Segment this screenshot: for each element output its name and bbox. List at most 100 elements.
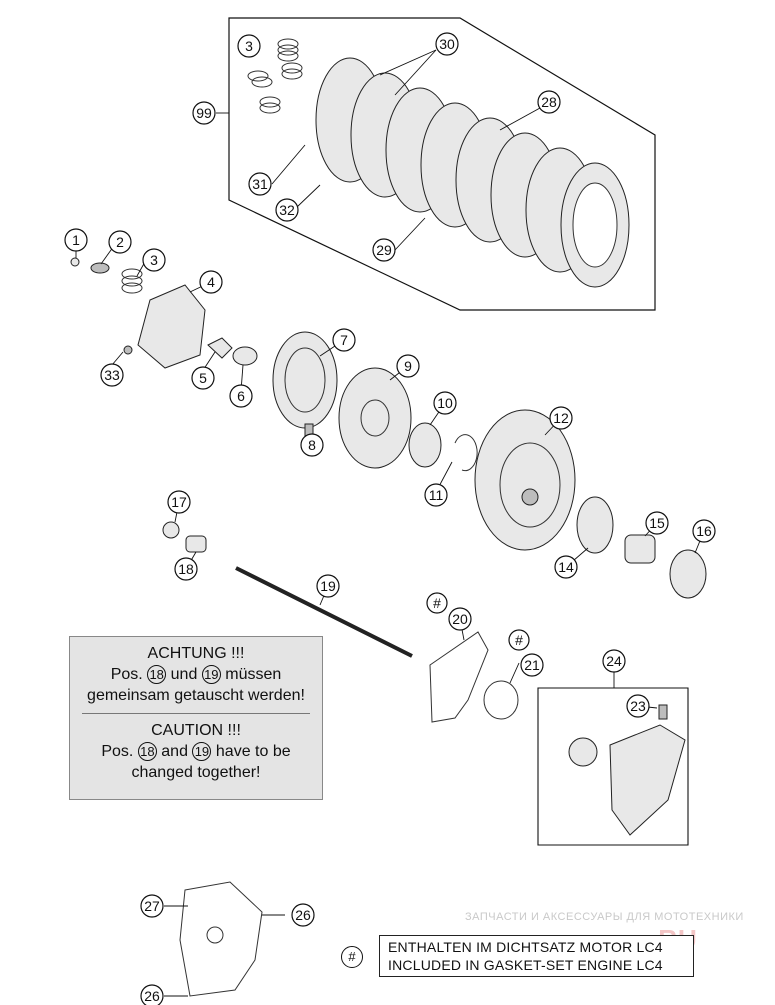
clutch-cover <box>179 881 263 997</box>
notice-de-line2: Pos. 18 und 19 müssen <box>70 664 322 685</box>
callout-23: 23 <box>626 694 650 718</box>
svg-text:3: 3 <box>245 38 253 54</box>
notice-de-pos: Pos. <box>110 666 143 683</box>
callout-hash-21: # <box>508 629 530 651</box>
push-rod <box>235 566 413 658</box>
callout-12: 12 <box>549 406 573 430</box>
bushing-18 <box>185 535 207 553</box>
callout-10: 10 <box>433 391 457 415</box>
notice-en-pos: Pos. <box>101 743 134 760</box>
callout-26a: 26 <box>291 903 315 927</box>
svg-text:#: # <box>433 595 441 611</box>
svg-text:21: 21 <box>524 657 540 673</box>
notice-de-line3: gemeinsam getauscht werden! <box>87 687 305 704</box>
notice-en-ref-19: 19 <box>192 742 212 761</box>
svg-text:7: 7 <box>340 332 348 348</box>
callout-9: 9 <box>396 354 420 378</box>
svg-text:3: 3 <box>150 252 158 268</box>
callout-20: 20 <box>448 607 472 631</box>
svg-text:16: 16 <box>696 523 712 539</box>
callout-32: 32 <box>275 198 299 222</box>
svg-text:29: 29 <box>376 242 392 258</box>
callout-4: 4 <box>199 270 223 294</box>
callout-27: 27 <box>140 894 164 918</box>
svg-text:10: 10 <box>437 395 453 411</box>
callout-29: 29 <box>372 238 396 262</box>
nut-washer <box>207 337 258 366</box>
pressure-plate <box>338 367 412 469</box>
gear-14 <box>576 496 614 554</box>
callout-18: 18 <box>174 557 198 581</box>
notice-en-title: CAUTION !!! <box>151 722 241 739</box>
svg-text:15: 15 <box>649 515 665 531</box>
svg-text:12: 12 <box>553 410 569 426</box>
slave-cylinder-box <box>537 687 689 846</box>
notice-de-und: und <box>170 666 198 683</box>
svg-text:28: 28 <box>541 94 557 110</box>
svg-text:24: 24 <box>606 653 622 669</box>
callout-14: 14 <box>554 555 578 579</box>
callout-6: 6 <box>229 384 253 408</box>
gasket-note-symbol: # <box>341 946 363 968</box>
svg-text:27: 27 <box>144 898 160 914</box>
pressure-cap <box>70 257 206 369</box>
callout-7: 7 <box>332 328 356 352</box>
svg-text:1: 1 <box>72 232 80 248</box>
callout-15: 15 <box>645 511 669 535</box>
callout-33: 33 <box>100 363 124 387</box>
notice-en-line3: changed together! <box>131 764 261 781</box>
svg-text:31: 31 <box>252 176 268 192</box>
callout-28: 28 <box>537 90 561 114</box>
svg-text:9: 9 <box>404 358 412 374</box>
svg-text:5: 5 <box>199 370 207 386</box>
notice-separator <box>82 713 310 714</box>
gasket-note-line2: INCLUDED IN GASKET-SET ENGINE LC4 <box>388 957 663 973</box>
svg-text:11: 11 <box>429 487 444 503</box>
clutch-basket <box>474 409 576 551</box>
notice-en-line2: Pos. 18 and 19 have to be <box>70 741 322 762</box>
svg-text:14: 14 <box>558 559 574 575</box>
clutch-kit-boundary <box>228 17 656 311</box>
gasket-note: ENTHALTEN IM DICHTSATZ MOTOR LC4 INCLUDE… <box>379 935 694 977</box>
callout-3a: 3 <box>237 34 261 58</box>
callout-17: 17 <box>167 490 191 514</box>
springs-group <box>247 38 303 114</box>
callout-2: 2 <box>108 230 132 254</box>
svg-text:18: 18 <box>178 561 194 577</box>
svg-text:26: 26 <box>295 907 311 923</box>
svg-text:#: # <box>515 632 523 648</box>
callout-19: 19 <box>316 574 340 598</box>
needle-bearing <box>624 534 656 564</box>
callout-5: 5 <box>191 366 215 390</box>
inner-hub <box>272 331 338 429</box>
callout-26b: 26 <box>140 984 164 1005</box>
svg-text:19: 19 <box>320 578 336 594</box>
notice-de-tail: müssen <box>225 666 282 683</box>
notice-de-ref-18: 18 <box>147 665 167 684</box>
washer-16 <box>669 549 707 599</box>
callout-8: 8 <box>300 433 324 457</box>
notice-de-title: ACHTUNG !!! <box>147 645 245 662</box>
svg-text:17: 17 <box>171 494 187 510</box>
o-ring-21 <box>483 680 519 720</box>
notice-en-and: and <box>161 743 188 760</box>
circlip-11 <box>454 434 478 472</box>
svg-text:20: 20 <box>452 611 468 627</box>
svg-text:6: 6 <box>237 388 245 404</box>
callout-30: 30 <box>435 32 459 56</box>
svg-text:32: 32 <box>279 202 295 218</box>
callout-16: 16 <box>692 519 716 543</box>
svg-text:2: 2 <box>116 234 124 250</box>
svg-text:33: 33 <box>104 367 120 383</box>
notice-de-ref-19: 19 <box>201 665 221 684</box>
gasket-note-line1: ENTHALTEN IM DICHTSATZ MOTOR LC4 <box>388 939 663 955</box>
svg-text:8: 8 <box>308 437 316 453</box>
svg-text:99: 99 <box>196 105 212 121</box>
svg-text:26: 26 <box>144 988 160 1004</box>
callout-3b: 3 <box>142 248 166 272</box>
ball-17 <box>162 521 180 539</box>
bearing-10 <box>408 422 442 468</box>
callout-31: 31 <box>248 172 272 196</box>
gasket-20 <box>429 631 489 723</box>
